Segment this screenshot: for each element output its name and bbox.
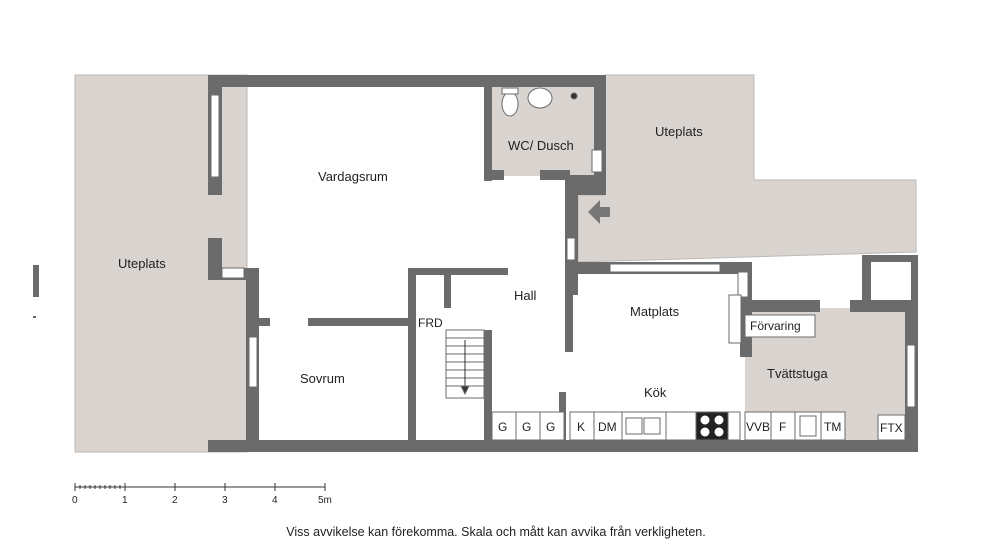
scale-tick-2: 2 [172,495,178,506]
label-uteplats-west: Uteplats [118,256,166,271]
fixture-dm: DM [598,420,617,434]
label-uteplats-east: Uteplats [655,124,703,139]
fixture-ftx: FTX [880,421,903,435]
label-wc: WC/ Dusch [508,138,574,153]
fixture-tm: TM [824,420,841,434]
wc-fixtures [501,87,578,117]
scale-bar [74,483,326,491]
fixture-g1: G [498,420,507,434]
scale-tick-3: 3 [222,495,228,506]
scale-tick-0: 0 [72,495,78,506]
label-vardagsrum: Vardagsrum [318,169,388,184]
windows [210,94,916,408]
compass-marker [33,265,39,297]
scale-tick-1: 1 [122,495,128,506]
label-tvattstuga: Tvättstuga [767,366,828,381]
shower-icon [570,92,578,100]
terrace-east [577,74,917,263]
scale-tick-4: 4 [272,495,278,506]
fixture-g3: G [546,420,555,434]
entrance-arrow-icon [588,200,610,224]
fixture-k: K [577,420,585,434]
label-sovrum: Sovrum [300,371,345,386]
fixture-g2: G [522,420,531,434]
label-kok: Kök [644,385,667,400]
disclaimer: Viss avvikelse kan förekomma. Skala och … [286,525,705,539]
sink-icon [527,87,553,109]
toilet-icon [501,91,519,117]
staircase [445,329,485,399]
label-frd: FRD [418,316,443,330]
scale-tick-5: 5m [318,495,332,506]
fixture-f: F [779,420,786,434]
label-hall: Hall [514,288,537,303]
stove-icon [695,411,729,441]
label-matplats: Matplats [630,304,680,319]
fixture-vvb: VVB [746,420,770,434]
label-forvaring: Förvaring [750,319,801,333]
kitchen-counter [491,294,906,441]
